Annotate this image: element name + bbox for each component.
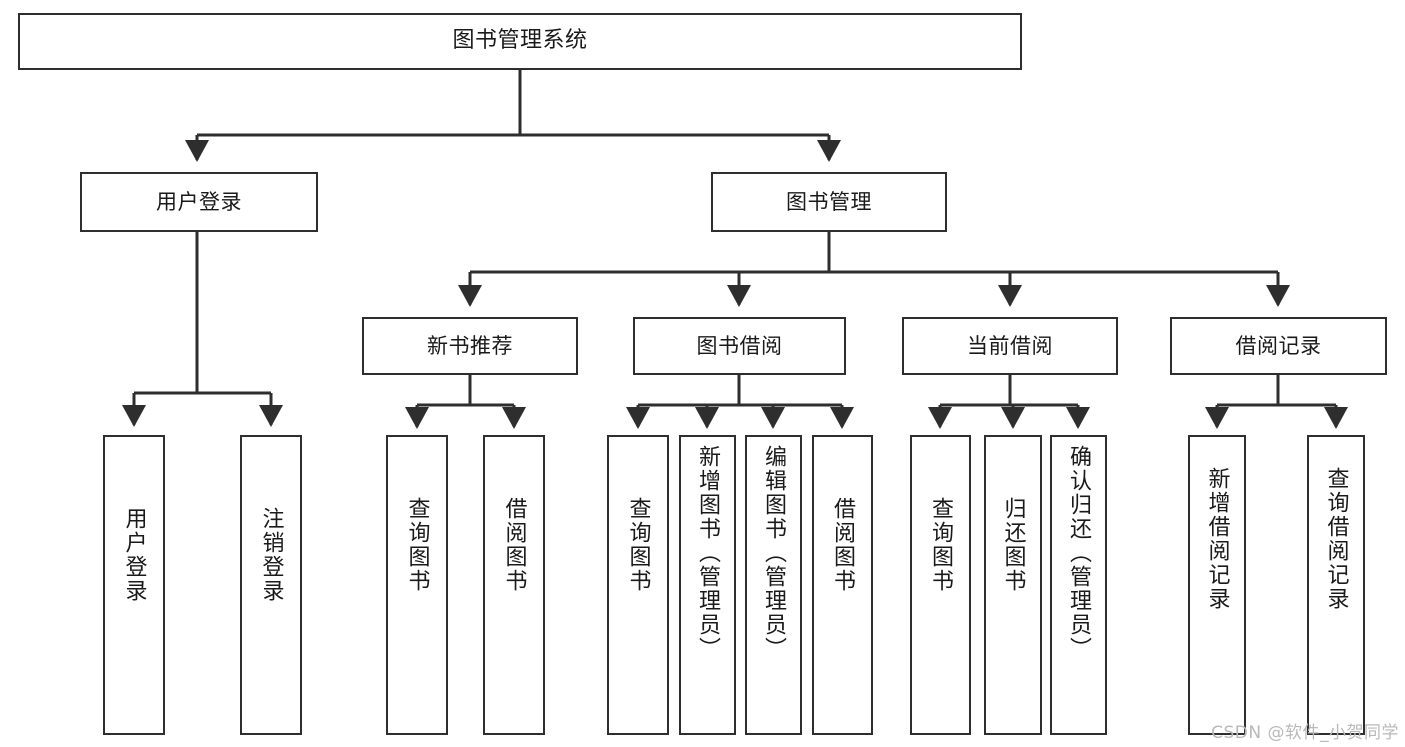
node-leaf-add-record[interactable]: 新增借阅记录 <box>1188 435 1246 735</box>
node-leaf-add-book[interactable]: 新增图书（管理员） <box>679 435 736 735</box>
node-leaf-edit-book[interactable]: 编辑图书（管理员） <box>745 435 802 735</box>
node-leaf-query-book-cur-label: 查询图书 <box>928 497 954 593</box>
node-borrow-record[interactable]: 借阅记录 <box>1170 317 1387 375</box>
node-leaf-borrow-book-rec[interactable]: 借阅图书 <box>483 435 545 735</box>
node-leaf-query-book-borrow-label: 查询图书 <box>625 497 651 593</box>
node-book-manage-label: 图书管理 <box>786 189 872 214</box>
node-new-book-recommend-label: 新书推荐 <box>427 333 513 358</box>
node-leaf-user-logout[interactable]: 注销登录 <box>240 435 302 735</box>
node-leaf-query-record[interactable]: 查询借阅记录 <box>1307 435 1365 735</box>
node-leaf-query-book-rec-label: 查询图书 <box>404 497 430 593</box>
node-leaf-borrow-book[interactable]: 借阅图书 <box>812 435 873 735</box>
node-leaf-query-book-rec[interactable]: 查询图书 <box>386 435 448 735</box>
node-leaf-query-book-borrow[interactable]: 查询图书 <box>607 435 669 735</box>
node-leaf-query-book-cur[interactable]: 查询图书 <box>910 435 971 735</box>
node-leaf-user-login[interactable]: 用户登录 <box>103 435 165 735</box>
node-leaf-borrow-book-rec-label: 借阅图书 <box>501 497 527 593</box>
node-leaf-return-book[interactable]: 归还图书 <box>984 435 1042 735</box>
node-current-borrow[interactable]: 当前借阅 <box>902 317 1118 375</box>
node-user-login-label: 用户登录 <box>156 189 242 214</box>
node-leaf-return-book-label: 归还图书 <box>1000 497 1026 593</box>
node-leaf-user-logout-label: 注销登录 <box>258 507 284 603</box>
node-new-book-recommend[interactable]: 新书推荐 <box>362 317 578 375</box>
node-book-borrow[interactable]: 图书借阅 <box>633 317 846 375</box>
node-leaf-add-book-label: 新增图书（管理员） <box>695 445 721 661</box>
node-leaf-query-record-label: 查询借阅记录 <box>1323 467 1349 611</box>
node-root-label: 图书管理系统 <box>452 28 588 54</box>
node-book-borrow-label: 图书借阅 <box>696 333 783 358</box>
node-leaf-user-login-label: 用户登录 <box>121 507 147 603</box>
node-leaf-borrow-book-label: 借阅图书 <box>830 497 856 593</box>
node-leaf-confirm-return-label: 确认归还（管理员） <box>1066 445 1092 661</box>
node-borrow-record-label: 借阅记录 <box>1235 333 1322 358</box>
node-user-login[interactable]: 用户登录 <box>80 172 318 232</box>
node-current-borrow-label: 当前借阅 <box>967 333 1053 358</box>
node-leaf-confirm-return[interactable]: 确认归还（管理员） <box>1050 435 1107 735</box>
csdn-watermark: CSDN @软件_小贺同学 <box>1211 723 1399 743</box>
node-root[interactable]: 图书管理系统 <box>18 13 1022 70</box>
node-book-manage[interactable]: 图书管理 <box>711 172 947 232</box>
node-leaf-edit-book-label: 编辑图书（管理员） <box>761 445 787 661</box>
node-leaf-add-record-label: 新增借阅记录 <box>1204 467 1230 611</box>
